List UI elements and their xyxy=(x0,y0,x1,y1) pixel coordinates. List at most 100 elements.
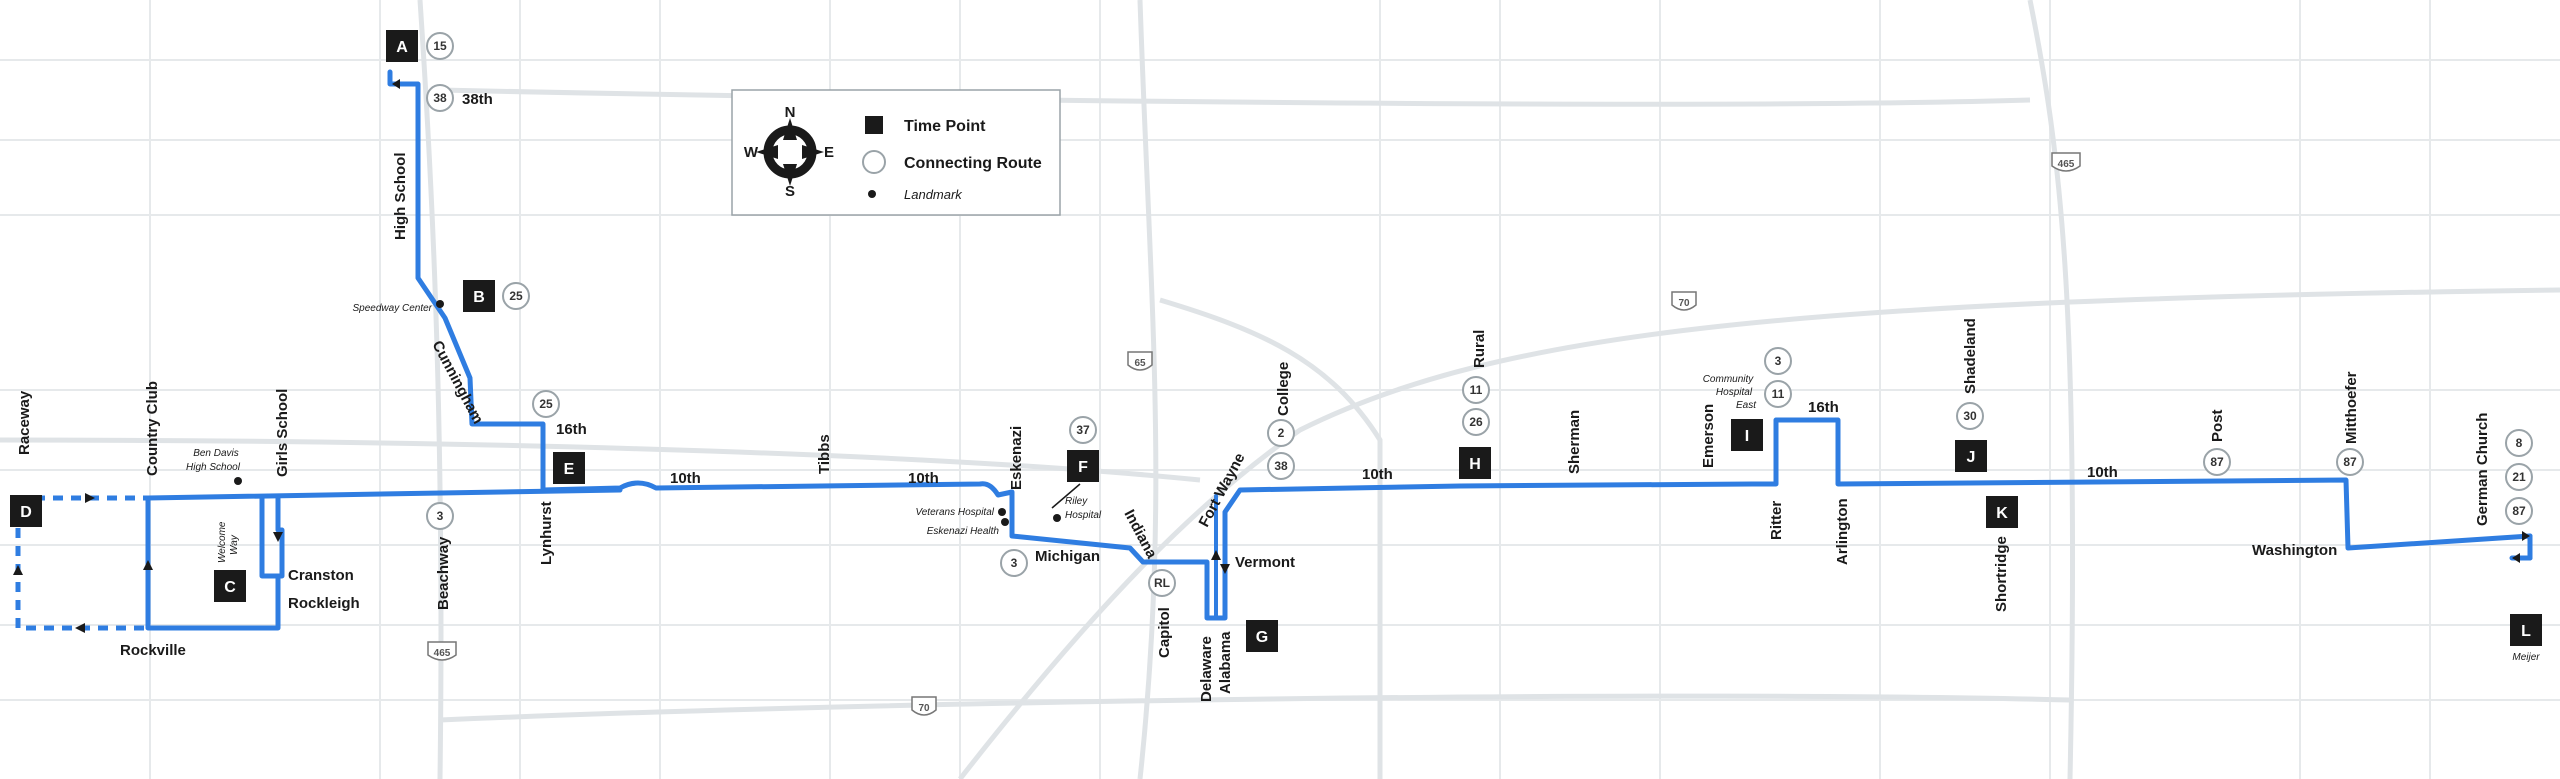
bus-route xyxy=(145,69,2533,631)
time-points: A B C D E F G H I J K L xyxy=(10,30,2542,652)
time-point-d[interactable]: D xyxy=(10,495,42,527)
svg-text:J: J xyxy=(1967,449,1976,466)
street-10th-c: 10th xyxy=(1362,466,1393,483)
svg-text:65: 65 xyxy=(1134,358,1146,369)
svg-text:A: A xyxy=(396,39,408,56)
street-michigan: Michigan xyxy=(1035,548,1100,565)
connecting-route-3-michigan[interactable]: 3 xyxy=(1000,549,1028,577)
landmarks: Speedway Center Ben Davis High School Ve… xyxy=(186,300,2540,663)
landmark-ben-davis-1: Ben Davis xyxy=(193,448,239,459)
time-point-i[interactable]: I xyxy=(1731,419,1763,451)
svg-text:D: D xyxy=(20,504,32,521)
connecting-route-rl[interactable]: RL xyxy=(1148,569,1176,597)
connecting-route-8[interactable]: 8 xyxy=(2505,429,2533,457)
interstate-70-south-shield: 70 xyxy=(911,696,937,716)
landmark-veterans-hospital: Veterans Hospital xyxy=(915,507,994,518)
interstate-465-north-shield: 465 xyxy=(2051,152,2081,172)
interstate-465-south-shield: 465 xyxy=(427,641,457,661)
svg-text:38: 38 xyxy=(1274,459,1288,473)
street-washington: Washington xyxy=(2252,542,2337,559)
time-point-j[interactable]: J xyxy=(1955,440,1987,472)
connecting-route-21[interactable]: 21 xyxy=(2505,463,2533,491)
svg-text:70: 70 xyxy=(1678,298,1690,309)
street-ritter: Ritter xyxy=(1768,501,1785,540)
direction-arrows xyxy=(13,79,2530,633)
street-labels-vertical: High School Cunningham Raceway Country C… xyxy=(16,153,2491,703)
connecting-route-15[interactable]: 15 xyxy=(426,32,454,60)
time-point-f[interactable]: F xyxy=(1067,450,1099,482)
street-rural: Rural xyxy=(1471,330,1488,368)
time-point-b[interactable]: B xyxy=(463,280,495,312)
svg-text:B: B xyxy=(473,289,485,306)
landmark-speedway-center: Speedway Center xyxy=(353,303,433,314)
time-point-a[interactable]: A xyxy=(386,30,418,62)
time-point-l[interactable]: L xyxy=(2510,614,2542,646)
svg-text:11: 11 xyxy=(1772,387,1785,401)
connecting-route-30[interactable]: 30 xyxy=(1956,402,1984,430)
connecting-route-87-mitthoefer[interactable]: 87 xyxy=(2336,448,2364,476)
connecting-route-11-i[interactable]: 11 xyxy=(1764,380,1792,408)
time-point-k[interactable]: K xyxy=(1986,496,2018,528)
legend-landmark: Landmark xyxy=(904,187,963,202)
connecting-route-87-l[interactable]: 87 xyxy=(2505,497,2533,525)
compass-w: W xyxy=(744,144,759,161)
street-tibbs: Tibbs xyxy=(816,434,833,474)
connecting-route-25-b[interactable]: 25 xyxy=(502,282,530,310)
svg-text:L: L xyxy=(2521,623,2531,640)
landmark-dot-speedway xyxy=(436,300,444,308)
landmark-dot-riley xyxy=(1053,514,1061,522)
street-16th-west: 16th xyxy=(556,421,587,438)
street-emerson: Emerson xyxy=(1700,404,1717,468)
svg-text:C: C xyxy=(224,579,236,596)
connecting-route-3-i[interactable]: 3 xyxy=(1764,347,1792,375)
connecting-route-2[interactable]: 2 xyxy=(1267,419,1295,447)
connecting-route-87-post[interactable]: 87 xyxy=(2203,448,2231,476)
svg-text:26: 26 xyxy=(1469,415,1483,429)
connecting-route-38-college[interactable]: 38 xyxy=(1267,452,1295,480)
time-point-g[interactable]: G xyxy=(1246,620,1278,652)
interstate-65-shield: 65 xyxy=(1127,351,1153,371)
landmark-legend-icon xyxy=(868,190,876,198)
street-lynhurst: Lynhurst xyxy=(538,501,555,565)
svg-text:87: 87 xyxy=(2343,455,2357,469)
compass-s: S xyxy=(785,183,795,200)
connecting-routes: 15 38 25 25 3 37 3 RL 2 38 11 26 3 11 30… xyxy=(426,32,2533,597)
street-labels: 38th 16th Cranston Rockleigh Rockville 1… xyxy=(120,91,2337,659)
landmark-community-3: East xyxy=(1736,400,1757,411)
svg-text:H: H xyxy=(1469,456,1481,473)
svg-text:3: 3 xyxy=(1775,354,1782,368)
street-eskenazi: Eskenazi xyxy=(1008,426,1025,490)
time-point-legend-icon xyxy=(865,116,883,134)
svg-text:2: 2 xyxy=(1278,426,1285,440)
street-sherman: Sherman xyxy=(1566,410,1583,474)
connecting-route-11-rural[interactable]: 11 xyxy=(1462,376,1490,404)
svg-text:465: 465 xyxy=(434,648,451,659)
svg-text:21: 21 xyxy=(2512,470,2526,484)
svg-text:E: E xyxy=(564,461,575,478)
legend: N S W E Time Point Connecting Route Land… xyxy=(731,89,1061,216)
landmark-community-1: Community xyxy=(1703,374,1755,385)
landmark-community-2: Hospital xyxy=(1716,387,1753,398)
street-rockleigh: Rockleigh xyxy=(288,595,360,612)
svg-text:K: K xyxy=(1996,505,2008,522)
street-alabama: Alabama xyxy=(1217,631,1234,694)
street-mitthoefer: Mitthoefer xyxy=(2343,371,2360,444)
time-point-c[interactable]: C xyxy=(214,570,246,602)
landmark-dot-veterans xyxy=(998,508,1006,516)
svg-text:G: G xyxy=(1256,629,1268,646)
street-rockville: Rockville xyxy=(120,642,186,659)
connecting-route-26[interactable]: 26 xyxy=(1462,408,1490,436)
connecting-route-legend-icon xyxy=(862,150,886,174)
connecting-route-25-e[interactable]: 25 xyxy=(532,390,560,418)
connecting-route-3-beachway[interactable]: 3 xyxy=(426,502,454,530)
time-point-e[interactable]: E xyxy=(553,452,585,484)
landmark-ben-davis-2: High School xyxy=(186,462,241,473)
svg-text:3: 3 xyxy=(437,509,444,523)
connecting-route-37[interactable]: 37 xyxy=(1069,416,1097,444)
street-welcome-way-2: Way xyxy=(229,534,240,555)
landmark-eskenazi-health: Eskenazi Health xyxy=(927,526,1000,537)
connecting-route-38-north[interactable]: 38 xyxy=(426,84,454,112)
landmark-riley-1: Riley xyxy=(1065,496,1088,507)
time-point-h[interactable]: H xyxy=(1459,447,1491,479)
